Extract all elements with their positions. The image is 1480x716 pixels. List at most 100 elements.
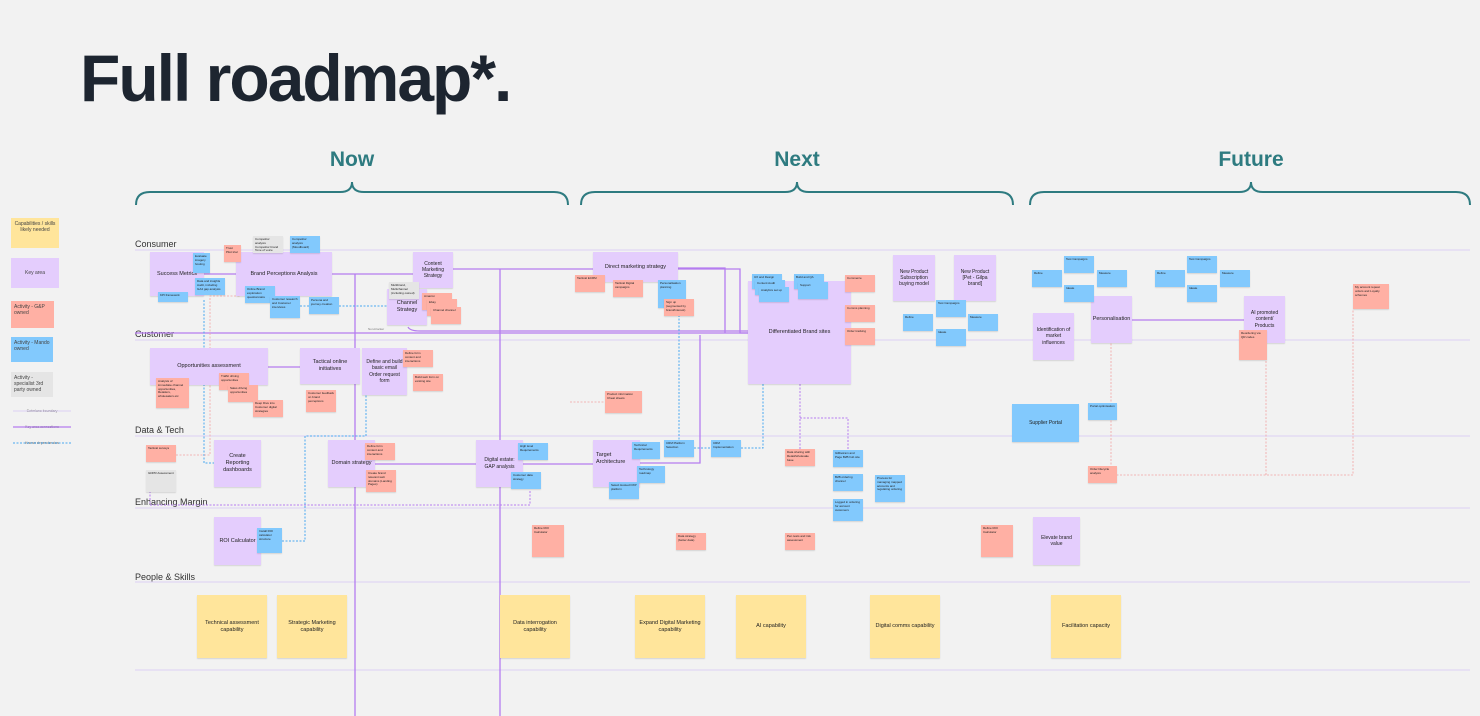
- activity-mando-note: Measure: [968, 314, 998, 331]
- swimlanes: [13, 249, 1470, 671]
- activity-gp-note: Refine ROI Calculator: [532, 525, 564, 557]
- activity-mando-note: Gillbetram and Page B2B hub site: [833, 450, 863, 467]
- key-connections: [13, 267, 1244, 716]
- activity-gp-note: Refine ROI Calculator: [981, 525, 1013, 557]
- dependency: [741, 384, 764, 449]
- activity-mando-note: Technology roadmap: [637, 466, 665, 483]
- dependency: [1106, 310, 1354, 476]
- activity-mando-note: Data and insights Audit, including GA4 g…: [195, 278, 225, 295]
- activity-mando-note: Test Campaigns: [1187, 256, 1217, 273]
- connection: [407, 326, 748, 332]
- activity-mando-note: Test Campaigns: [936, 300, 966, 317]
- activity-mando-note: Technical Requirements: [632, 442, 660, 459]
- activity-mando-note: Portal optimisation: [1088, 403, 1117, 420]
- activity-gp-note: Pen tests and risk assessment: [785, 533, 815, 550]
- activity-mando-note: Logged in ordering for account customers: [833, 499, 863, 521]
- activity-mando-note: Refine: [1032, 270, 1062, 287]
- bracket-now: [135, 181, 569, 206]
- capability-note: Strategic Marketing capability: [277, 595, 347, 658]
- bracket-next: [580, 181, 1014, 206]
- activity-gp-note: Sign up (segmented by brand/interest): [664, 299, 694, 316]
- activity-gp-note: Product information Cheat sheets: [605, 391, 642, 413]
- activity-mando-note: Online Brand exploration questionnaire: [245, 286, 275, 303]
- activity-gp-note: Customer feedback on brand perceptions: [306, 390, 336, 412]
- capability-note: Technical assessment capability: [197, 595, 267, 658]
- activity-gp-note: Sales driving opportunities: [228, 385, 258, 402]
- activity-gp-note: Commerce: [845, 275, 875, 292]
- activity-mando-note: Install ROI calculator structure: [257, 528, 282, 553]
- activity-gp-note: Create brand relevant web domains (Landi…: [366, 470, 396, 492]
- activity-mando-note: KPI framework: [158, 292, 188, 302]
- activity-gp-note: Tactical ECRM: [575, 275, 605, 292]
- dependency: [149, 484, 531, 506]
- activity-mando-note: Ideate: [1187, 285, 1217, 302]
- activity-gp-note: Define form content and interactions: [403, 350, 433, 367]
- activity-gp-note: Reordering via QR codes: [1239, 330, 1267, 360]
- activity-gp-note: Tactical Digital campaigns: [613, 280, 643, 297]
- lane-enhancing-margin: Enhancing Margin: [135, 497, 208, 507]
- page-title: Full roadmap*.: [80, 41, 512, 115]
- activity-mando-note: Measure: [1097, 270, 1127, 287]
- activity-mando-note: Persona and journey creation: [309, 297, 339, 314]
- activity-gp-note: My account repeat orders and Loyalty sch…: [1353, 284, 1389, 309]
- key-area-note: New Product Subscription buying model: [893, 255, 935, 301]
- phase-future: Future: [1218, 148, 1284, 171]
- key-area-note: Elevate brand value: [1033, 517, 1080, 565]
- activity-third-party-note: GDPR Assessment: [146, 470, 176, 492]
- activity-gp-note: Deep Dive into Customer digital strategi…: [253, 400, 283, 417]
- lane-consumer: Consumer: [135, 239, 177, 249]
- activity-mando-note: Refine: [1155, 270, 1185, 287]
- activity-mando-note: Refine: [903, 314, 933, 331]
- activity-third-party-note: Competitor analysis Competitor brand Ton…: [253, 236, 283, 253]
- activity-mando-note: Competitor analysis (Moodboard): [290, 236, 320, 253]
- activity-gp-note: Tactical surveys: [146, 445, 176, 462]
- activity-gp-note: Order tracking: [845, 328, 875, 345]
- activity-mando-note: Evaluate imagery hosting: [193, 253, 210, 273]
- activity-gp-note: Data sharing with Retail/wholesale base: [785, 449, 815, 466]
- bracket-future: [1029, 181, 1471, 206]
- activity-mando-note: Measure: [1220, 270, 1250, 287]
- lane-customer: Customer: [135, 329, 175, 339]
- activity-mando-note: Support: [798, 282, 828, 299]
- soft-dependencies: [176, 265, 1354, 476]
- capability-note: Expand Digital Marketing capability: [635, 595, 705, 658]
- activity-gp-note: Order lifecycle analysis: [1088, 466, 1117, 483]
- activity-mando-note: CRM Platform Selection: [664, 440, 694, 457]
- lane-data-tech: Data & Tech: [135, 425, 184, 435]
- activity-gp-note: Trust Pilot trial: [224, 245, 241, 262]
- dependency: [176, 265, 241, 456]
- activity-mando-note: Customer research and Customer interview…: [270, 296, 300, 318]
- activity-mando-note: Customer data strategy: [511, 472, 541, 489]
- activity-gp-note: Data strategy (better data): [676, 533, 706, 550]
- activity-mando-note: Ideate: [1064, 285, 1094, 302]
- key-area-note: Content Marketing Strategy: [413, 252, 453, 288]
- dependency: [800, 417, 849, 450]
- activity-gp-note: Comms planning: [845, 305, 875, 322]
- activity-mando-note: Analytics set up: [759, 287, 789, 302]
- activity-mando-note: Select Hosted DXP platform: [609, 482, 639, 499]
- activity-mando-note: Ideate: [936, 329, 966, 346]
- legend-mando: Activity - Mando owned: [11, 337, 53, 362]
- non-blocker-label: Non-blocker: [368, 327, 385, 331]
- key-area-note: Tactical online initiatives: [300, 348, 360, 384]
- activity-gp-note: Channel channel: [431, 307, 461, 324]
- key-area-note: Define and build basic email Order reque…: [362, 348, 407, 395]
- phase-now: Now: [329, 148, 375, 171]
- legend-gp: Activity - G&P owned: [11, 301, 54, 328]
- legend-capability: Capabilities / skills likely needed: [11, 218, 59, 248]
- key-area-note: New Product [Pet - Gilpa brand]: [954, 255, 996, 301]
- phase-next: Next: [774, 148, 820, 171]
- dependency: [282, 395, 367, 542]
- purple-dependencies: [149, 384, 849, 506]
- key-area-note: Create Reporting dashboards: [214, 440, 261, 487]
- key-area-note: Identification of market influences: [1033, 313, 1074, 360]
- activity-gp-note: Build web form on existing site: [413, 374, 443, 391]
- connection: [678, 267, 726, 333]
- activity-mando-note: Supplier Portal: [1012, 404, 1079, 442]
- activity-mando-note: CRM Implementation: [711, 440, 741, 457]
- capability-note: Facilitation capacity: [1051, 595, 1121, 658]
- capability-note: Digital comms capability: [870, 595, 940, 658]
- activity-mando-note: Process for managing mapped accounts and…: [875, 475, 905, 502]
- activity-gp-note: Analysis of immediate channel opportunit…: [156, 378, 189, 408]
